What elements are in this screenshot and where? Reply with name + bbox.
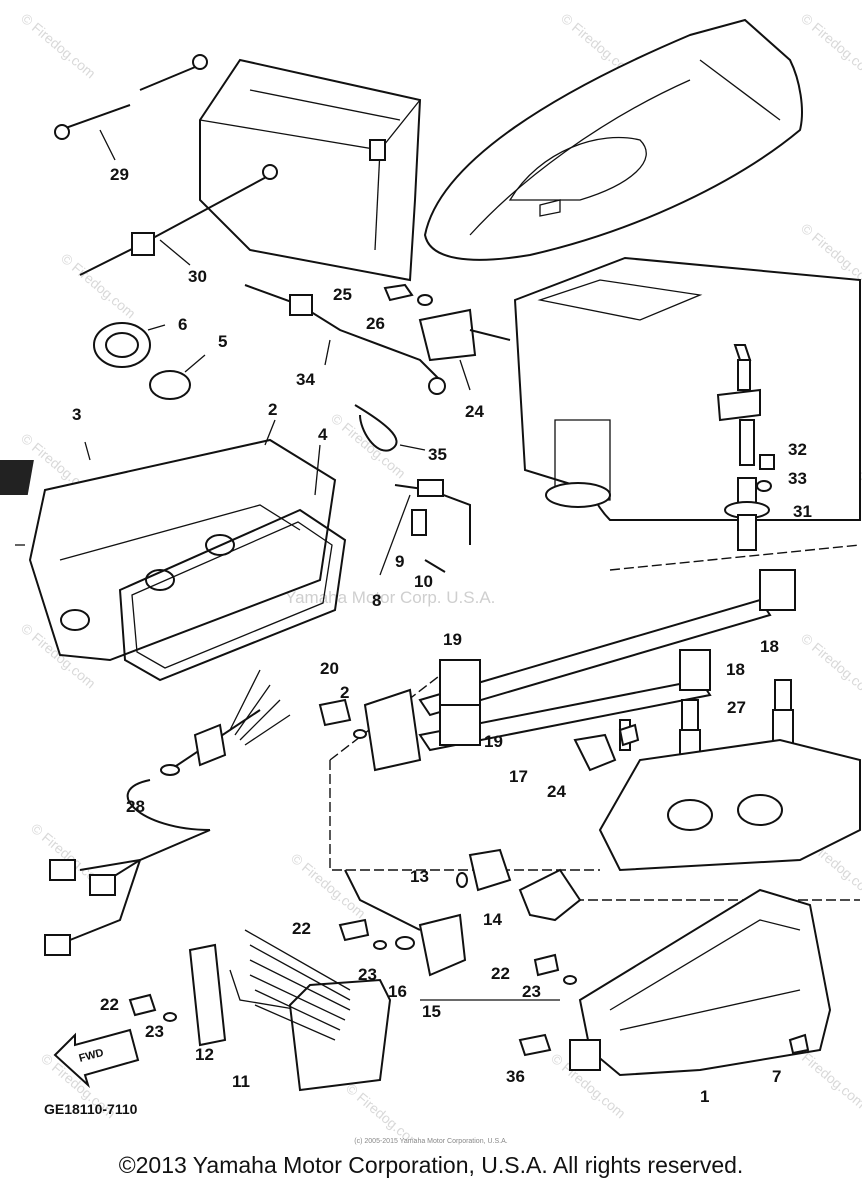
cap-and-ring (93, 322, 206, 400)
callout-group: 1 2 2 3 4 5 6 7 8 9 10 11 12 13 14 15 16… (72, 165, 812, 1106)
cylinder-head (573, 719, 861, 872)
callout-4: 4 (318, 425, 328, 444)
callout-31: 31 (793, 502, 812, 521)
callout-5: 5 (218, 332, 227, 351)
callout-30: 30 (188, 267, 207, 286)
callout-22: 22 (292, 919, 311, 938)
callout-23: 23 (522, 982, 541, 1001)
battery-cables (54, 54, 278, 276)
spark-plug-lead (716, 344, 775, 551)
hull-top (423, 18, 803, 261)
engine-cover (513, 256, 861, 521)
callout-22: 22 (100, 995, 119, 1014)
clamp (354, 404, 426, 452)
parts-diagram: © Firedog.com © Firedog.com © Firedog.co… (0, 10, 862, 1140)
rectifier (344, 869, 467, 977)
fwd-arrow: FWD (53, 1028, 140, 1089)
callout-20: 20 (320, 659, 339, 678)
gasket (118, 444, 347, 682)
watermark: © Firedog.com (343, 1080, 424, 1140)
callout-13: 13 (410, 867, 429, 886)
watermark: © Firedog.com (798, 10, 862, 81)
callout-11: 11 (232, 1072, 250, 1091)
callout-19: 19 (443, 630, 462, 649)
watermark: © Firedog.com (328, 410, 409, 481)
callout-15: 15 (422, 1002, 441, 1021)
callout-36: 36 (506, 1067, 525, 1086)
callout-16: 16 (388, 982, 407, 1001)
callout-14: 14 (483, 910, 502, 929)
watermark: © Firedog.com (58, 250, 139, 321)
callout-23: 23 (358, 965, 377, 984)
callout-1: 1 (700, 1087, 709, 1106)
callout-18: 18 (760, 637, 779, 656)
wire-lead (244, 284, 511, 395)
callout-9: 9 (395, 552, 404, 571)
fuse-holder (379, 479, 471, 576)
callout-3: 3 (72, 405, 81, 424)
callout-28: 28 (126, 797, 145, 816)
wiring-harness (44, 669, 291, 956)
ignition-coils (363, 569, 796, 772)
diagram-code: GE18110-7110 (44, 1101, 138, 1117)
callout-25: 25 (333, 285, 352, 304)
callout-26: 26 (366, 314, 385, 333)
callout-29: 29 (110, 165, 129, 184)
callout-8: 8 (372, 591, 381, 610)
battery (199, 58, 422, 282)
watermark: © Firedog.com (798, 630, 862, 701)
callout-23: 23 (145, 1022, 164, 1041)
assembly-outline (15, 544, 861, 1011)
callout-33: 33 (788, 469, 807, 488)
electrical-box (569, 888, 832, 1077)
callout-22: 22 (491, 964, 510, 983)
callout-7: 7 (772, 1067, 781, 1086)
label-sticker (0, 441, 91, 495)
small-copyright: (c) 2005-2015 Yamaha Motor Corporation, … (354, 1138, 508, 1145)
callout-6: 6 (178, 315, 187, 334)
callout-18: 18 (726, 660, 745, 679)
bolts (128, 283, 810, 1057)
callout-32: 32 (788, 440, 807, 459)
callout-24: 24 (547, 782, 566, 801)
callout-2: 2 (340, 683, 349, 702)
callout-35: 35 (428, 445, 447, 464)
watermark: © Firedog.com (288, 850, 369, 921)
callout-17: 17 (509, 767, 528, 786)
watermark: © Firedog.com (18, 10, 99, 81)
callout-34: 34 (296, 370, 315, 389)
callout-19: 19 (484, 732, 503, 751)
callout-2: 2 (268, 400, 277, 419)
callout-12: 12 (195, 1045, 214, 1064)
copyright-footer: ©2013 Yamaha Motor Corporation, U.S.A. A… (118, 1152, 744, 1178)
callout-27: 27 (727, 698, 746, 717)
relay (456, 848, 582, 922)
callout-24: 24 (465, 402, 484, 421)
electrical-box-cover (28, 419, 337, 662)
watermark-main: Yamaha Motor Corp. U.S.A. (285, 588, 495, 607)
callout-10: 10 (414, 572, 433, 591)
cdi-unit (188, 929, 392, 1092)
